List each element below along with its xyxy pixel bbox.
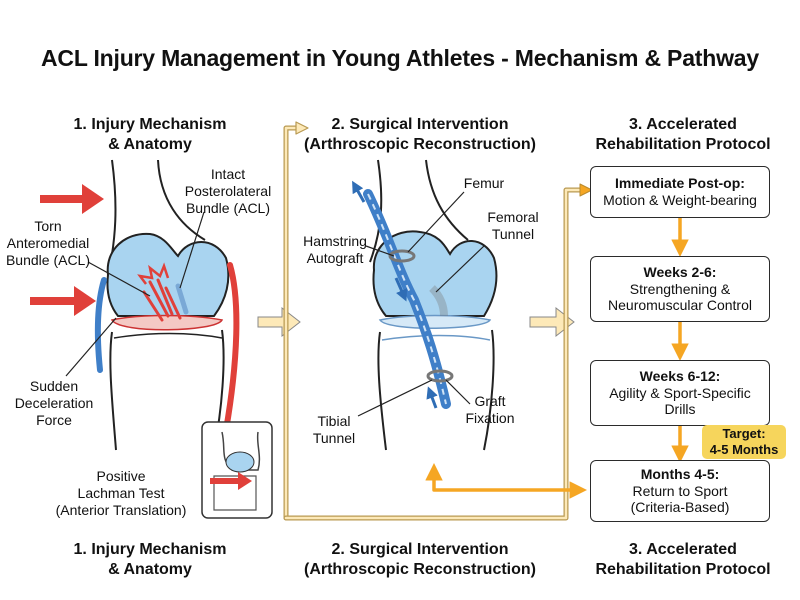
col1-header-bottom: 1. Injury Mechanism & Anatomy (40, 540, 260, 579)
label-lachman-line1: Positive (96, 468, 146, 484)
target-badge-line2: 4-5 Months (709, 442, 779, 457)
col3-header-bottom-line2: Rehabilitation Protocol (595, 560, 771, 578)
rehab-step-weeks-2-6: Weeks 2-6: Strengthening & Neuromuscular… (590, 256, 770, 322)
label-force-line1: Sudden (29, 378, 79, 394)
rehab-step-weeks-6-12-heading: Weeks 6-12: (639, 367, 721, 384)
diagram-title: ACL Injury Management in Young Athletes … (41, 45, 759, 71)
rehab-step-weeks-2-6-line1: Strengthening & (629, 280, 731, 297)
label-tibial-tunnel-line2: Tunnel (312, 430, 356, 447)
rehab-step-weeks-6-12-line1: Agility & Sport-Specific (609, 384, 751, 401)
label-femoral-tunnel-line1: Femoral (487, 209, 539, 225)
label-hamstring-line1: Hamstring (303, 233, 367, 249)
rehab-step-immediate: Immediate Post-op: Motion & Weight-beari… (590, 166, 770, 218)
knee-anatomy-illustration (30, 159, 240, 451)
col2-header-bottom-line1: 2. Surgical Intervention (331, 541, 509, 558)
label-graft-fixation-line1: Graft (474, 393, 506, 409)
col1-header-top: 1. Injury Mechanism & Anatomy (40, 115, 260, 154)
col1-header-bottom-line2: & Anatomy (108, 560, 192, 578)
label-torn-line3: Bundle (ACL) (5, 252, 91, 269)
label-femur: Femur (463, 175, 505, 191)
label-intact-line2: Posterolateral (184, 183, 272, 200)
col2-header-bottom: 2. Surgical Intervention (Arthroscopic R… (298, 540, 542, 579)
label-force-line2: Deceleration (14, 395, 94, 412)
target-badge: Target: 4-5 Months (702, 425, 786, 459)
col2-header-top-line1: 2. Surgical Intervention (331, 116, 509, 133)
label-torn-bundle: Torn Anteromedial Bundle (ACL) (0, 218, 96, 269)
pathway-connectors (283, 121, 689, 521)
rehab-step-weeks-6-12-line2: Drills (664, 401, 696, 418)
rehab-step-weeks-2-6-heading: Weeks 2-6: (643, 263, 717, 280)
label-lachman-line3: (Anterior Translation) (55, 502, 187, 519)
rehab-step-weeks-2-6-line2: Neuromuscular Control (608, 297, 752, 314)
rehab-step-immediate-line1: Motion & Weight-bearing (603, 192, 757, 208)
col1-header-top-line1: 1. Injury Mechanism (73, 116, 227, 133)
label-hamstring-line2: Autograft (306, 250, 364, 267)
label-hamstring-autograft: Hamstring Autograft (292, 233, 378, 267)
rehab-step-months-4-5: Months 4-5: Return to Sport (Criteria-Ba… (590, 460, 770, 522)
label-force-line3: Force (36, 412, 72, 429)
label-lachman-line2: Lachman Test (77, 485, 165, 502)
rehab-step-months-4-5-line1: Return to Sport (632, 482, 728, 499)
lachman-test-inset (201, 421, 273, 519)
rehab-step-months-4-5-line2: (Criteria-Based) (630, 499, 730, 516)
label-graft-fixation: Graft Fixation (458, 393, 522, 427)
label-torn-line2: Anteromedial (6, 235, 90, 252)
col3-header-bottom-line1: 3. Accelerated (629, 541, 737, 558)
label-intact-line1: Intact (210, 166, 246, 182)
col3-header-top: 3. Accelerated Rehabilitation Protocol (578, 115, 788, 154)
label-tibial-tunnel-line1: Tibial (317, 413, 351, 429)
col1-header-bottom-line1: 1. Injury Mechanism (73, 541, 227, 558)
rehab-step-weeks-6-12: Weeks 6-12: Agility & Sport-Specific Dri… (590, 360, 770, 426)
rehab-step-months-4-5-heading: Months 4-5: (640, 465, 720, 482)
label-deceleration-force: Sudden Deceleration Force (6, 378, 102, 429)
label-tibial-tunnel: Tibial Tunnel (302, 413, 366, 447)
col3-header-top-line1: 3. Accelerated (629, 116, 737, 133)
col2-header-top: 2. Surgical Intervention (Arthroscopic R… (298, 115, 542, 154)
label-lachman-test: Positive Lachman Test (Anterior Translat… (46, 468, 196, 519)
arrow-col1-to-col2 (257, 306, 301, 338)
col3-header-bottom: 3. Accelerated Rehabilitation Protocol (578, 540, 788, 579)
col1-header-top-line2: & Anatomy (108, 135, 192, 153)
label-intact-line3: Bundle (ACL) (185, 200, 271, 217)
label-femoral-tunnel-line2: Tunnel (491, 226, 535, 243)
label-graft-fixation-line2: Fixation (465, 410, 515, 427)
label-femoral-tunnel: Femoral Tunnel (478, 209, 548, 243)
surgical-knee-illustration (352, 159, 498, 451)
col3-header-top-line2: Rehabilitation Protocol (595, 135, 771, 153)
col2-header-top-line2: (Arthroscopic Reconstruction) (303, 135, 536, 153)
label-torn-line1: Torn (34, 218, 62, 234)
rehab-step-immediate-heading: Immediate Post-op: (615, 175, 745, 192)
label-intact-bundle: Intact Posterolateral Bundle (ACL) (172, 166, 284, 217)
target-badge-line1: Target: (722, 426, 766, 442)
col2-header-bottom-line2: (Arthroscopic Reconstruction) (303, 560, 536, 578)
